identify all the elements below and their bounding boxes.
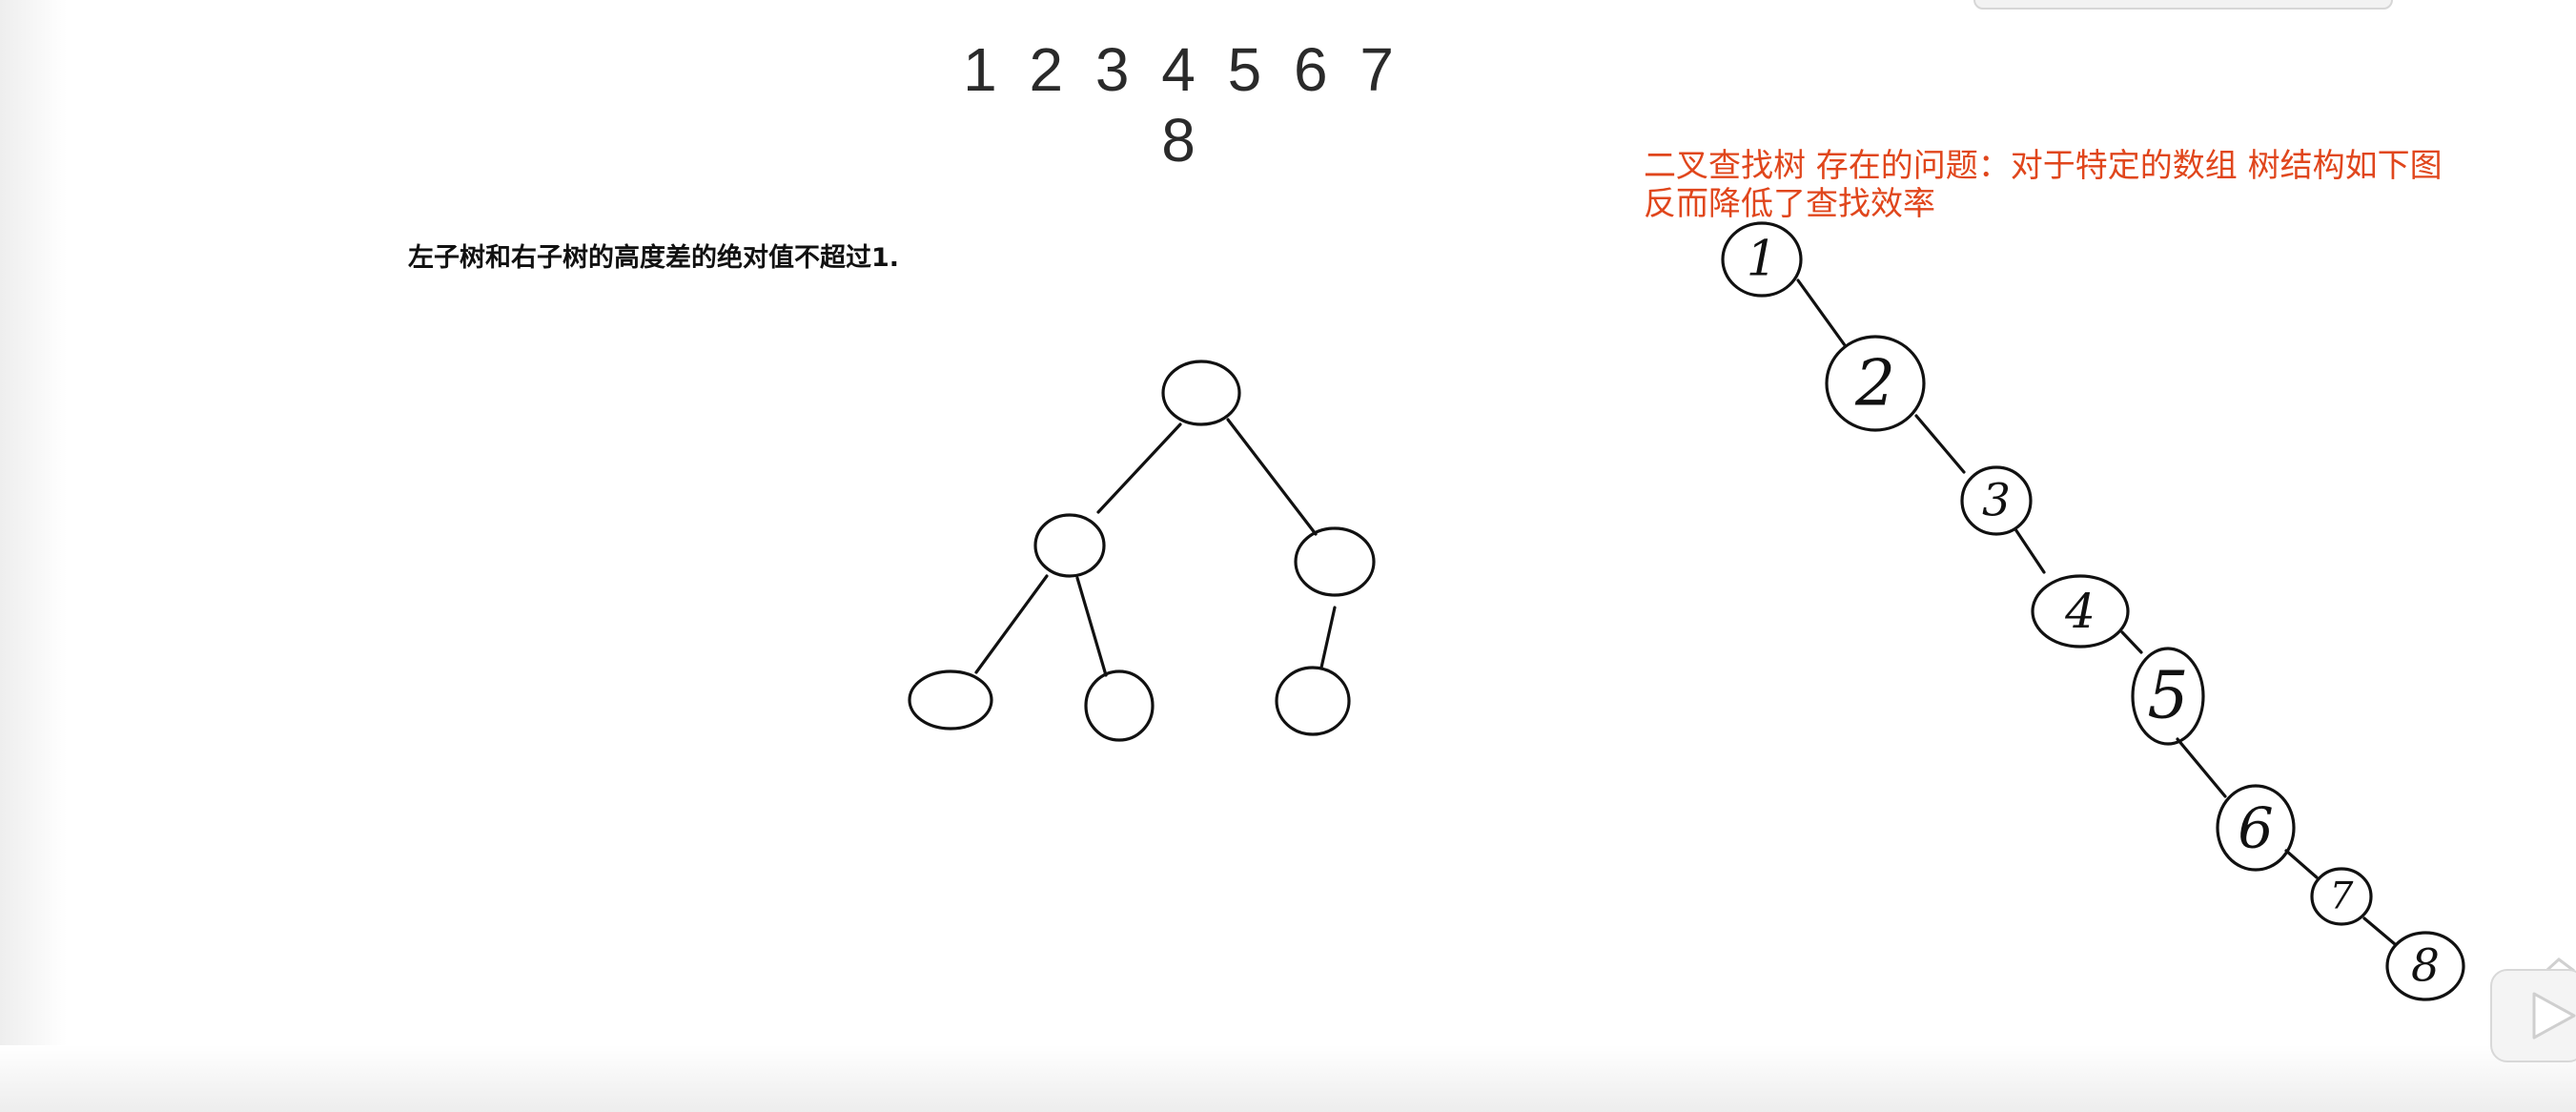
avl-definition-note: 左子树和右子树的高度差的绝对值不超过1.: [408, 243, 900, 273]
edge-left-leftright: [1075, 576, 1108, 677]
chain-node-label: 7: [2330, 875, 2354, 918]
left-edge-shadow: [0, 0, 67, 1112]
chain-node-4: [2031, 574, 2130, 649]
node-left: [1033, 513, 1106, 578]
bst-problem-line-2: 反而降低了查找效率: [1644, 185, 1935, 223]
node-right: [1294, 526, 1376, 597]
chain-node-5: [2131, 647, 2205, 746]
node-root: [1161, 360, 1241, 426]
edge-root-right: [1226, 418, 1318, 536]
chain-node-label: 1: [1747, 232, 1777, 288]
node-right-left: [1275, 666, 1351, 736]
edge-root-left: [1096, 422, 1182, 514]
node-left-left: [908, 669, 993, 731]
edge-left-leftleft: [974, 574, 1049, 674]
edge-1-2: [1796, 278, 1847, 347]
chain-node-2: [1825, 335, 1926, 432]
bst-problem-line-1: 二叉查找树 存在的问题：对于特定的数组 树结构如下图: [1644, 147, 2443, 185]
chain-node-8: [2385, 931, 2465, 1001]
edge-3-4: [2014, 527, 2046, 574]
edge-4-5: [2120, 630, 2143, 654]
edge-right-rightleft: [1319, 606, 1337, 669]
edge-2-3: [1914, 414, 1966, 474]
chain-node-label: 5: [2147, 659, 2188, 734]
degenerate-tree-labels: 1 2 3 456 7 8: [1747, 232, 2440, 993]
edge-5-6: [2176, 737, 2227, 798]
chain-node-label: 8: [2411, 940, 2440, 993]
chain-node-6: [2216, 784, 2296, 872]
chain-node-3: [1960, 465, 2033, 536]
balanced-tree: [908, 360, 1376, 742]
number-sequence: 1 2 3 4 5 6 7 8: [963, 35, 1401, 175]
chain-node-label: 3: [1982, 475, 2011, 527]
chain-node-label: 4: [2064, 584, 2096, 639]
chain-node-7: [2310, 867, 2373, 926]
edge-6-7: [2284, 849, 2319, 879]
chain-node-1: [1721, 221, 1803, 298]
chain-node-label: 6: [2238, 795, 2274, 861]
chain-node-label: 2: [1854, 347, 1895, 421]
node-left-right: [1084, 669, 1155, 742]
play-button[interactable]: [2490, 969, 2576, 1062]
play-icon: [2532, 992, 2576, 1040]
degenerate-tree: [1721, 221, 2465, 1001]
bottom-edge-shadow: [0, 1045, 2576, 1112]
edge-7-8: [2362, 916, 2397, 946]
bst-problem-note: 二叉查找树 存在的问题：对于特定的数组 树结构如下图 反而降低了查找效率: [1644, 147, 2540, 223]
